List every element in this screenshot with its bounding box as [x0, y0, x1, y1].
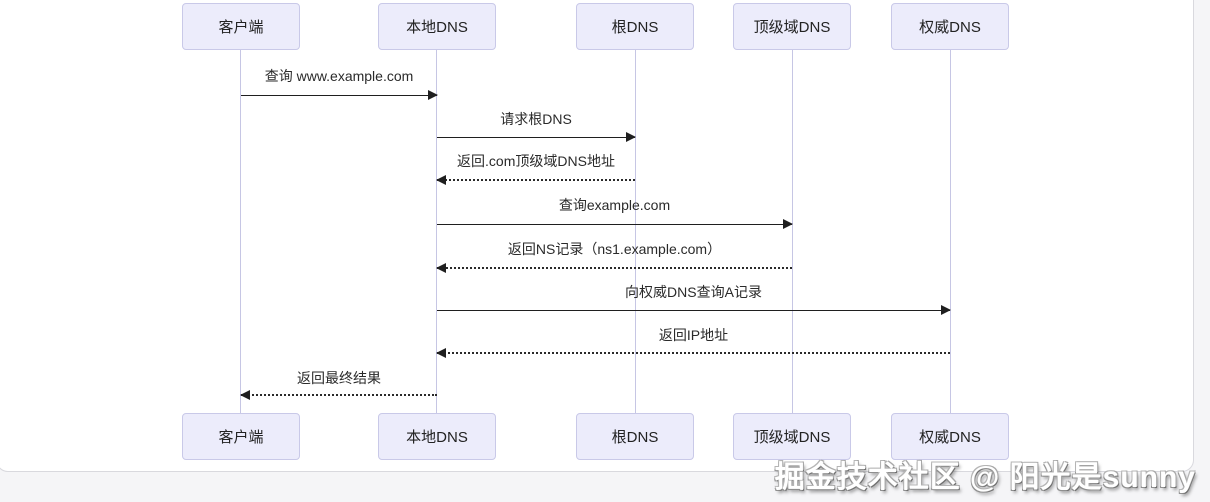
actor-top-rootdns: 根DNS	[576, 3, 694, 50]
actor-bottom-client: 客户端	[182, 413, 300, 460]
message-query-example: 查询example.com	[437, 195, 793, 229]
actor-label: 本地DNS	[406, 429, 468, 446]
actor-top-tlddns: 顶级域DNS	[733, 3, 851, 50]
actor-label: 根DNS	[611, 19, 659, 36]
arrow-line-dashed	[437, 267, 792, 269]
arrow-line	[437, 137, 635, 138]
message-label: 向权威DNS查询A记录	[625, 284, 762, 300]
message-label: 查询 www.example.com	[264, 68, 414, 84]
message-label: 返回.com顶级域DNS地址	[457, 153, 615, 169]
actor-bottom-rootdns: 根DNS	[576, 413, 694, 460]
lifeline-client	[240, 50, 241, 413]
arrow-line	[241, 95, 437, 96]
actor-label: 权威DNS	[919, 429, 981, 446]
arrowhead-left-icon	[240, 390, 250, 400]
actor-bottom-tlddns: 顶级域DNS	[733, 413, 851, 460]
actor-label: 客户端	[218, 19, 264, 36]
lifeline-localdns	[436, 50, 437, 413]
message-label: 查询example.com	[558, 197, 671, 213]
arrowhead-right-icon	[783, 219, 793, 229]
message-return-final: 返回最终结果	[240, 368, 437, 400]
arrowhead-right-icon	[941, 305, 951, 315]
lifeline-authdns	[950, 50, 951, 413]
actor-label: 权威DNS	[919, 19, 981, 36]
message-query-www: 查询 www.example.com	[241, 66, 438, 100]
arrowhead-left-icon	[436, 348, 446, 358]
actor-top-authdns: 权威DNS	[891, 3, 1009, 50]
arrowhead-right-icon	[428, 90, 438, 100]
arrow-line	[437, 224, 792, 225]
message-return-ip: 返回IP地址	[436, 325, 950, 358]
message-request-root: 请求根DNS	[437, 109, 636, 142]
watermark: 掘金技术社区 @ 阳光是sunny	[774, 461, 1196, 494]
lifeline-rootdns	[635, 50, 636, 413]
arrow-line-dashed	[241, 394, 437, 396]
message-label: 请求根DNS	[500, 111, 572, 127]
actor-label: 客户端	[218, 429, 264, 446]
actor-bottom-localdns: 本地DNS	[378, 413, 496, 460]
actor-label: 根DNS	[611, 429, 659, 446]
message-return-tld-addr: 返回.com顶级域DNS地址	[436, 151, 635, 185]
message-return-ns: 返回NS记录（ns1.example.com）	[436, 239, 792, 273]
arrowhead-left-icon	[436, 175, 446, 185]
diagram-card	[0, 0, 1194, 472]
message-label: 返回NS记录（ns1.example.com）	[507, 241, 722, 257]
message-label: 返回最终结果	[297, 370, 381, 386]
actor-bottom-authdns: 权威DNS	[891, 413, 1009, 460]
arrowhead-right-icon	[626, 132, 636, 142]
message-query-a-record: 向权威DNS查询A记录	[437, 282, 951, 315]
arrow-line	[437, 310, 950, 311]
arrow-line-dashed	[437, 352, 950, 354]
actor-label: 顶级域DNS	[753, 429, 831, 446]
actor-label: 本地DNS	[406, 19, 468, 36]
arrow-line-dashed	[437, 179, 635, 181]
actor-top-localdns: 本地DNS	[378, 3, 496, 50]
message-label: 返回IP地址	[658, 327, 729, 343]
actor-label: 顶级域DNS	[753, 19, 831, 36]
arrowhead-left-icon	[436, 263, 446, 273]
actor-top-client: 客户端	[182, 3, 300, 50]
lifeline-tlddns	[792, 50, 793, 413]
